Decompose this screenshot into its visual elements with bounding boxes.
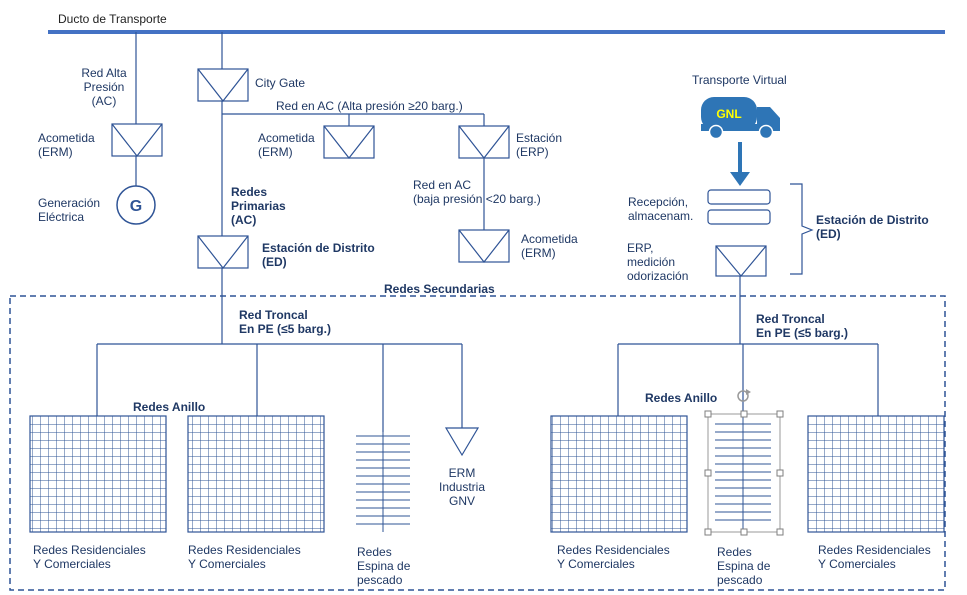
ring-grid-2 bbox=[187, 415, 325, 533]
label-generacion-electrica: Generación Eléctrica bbox=[38, 196, 101, 224]
diagram-title: Ducto de Transporte bbox=[58, 12, 167, 26]
reception-tank-2 bbox=[707, 209, 771, 225]
ring-grid-1 bbox=[29, 415, 167, 533]
label-residenciales-2: Redes Residenciales Y Comerciales bbox=[188, 543, 301, 571]
label-residenciales-1: Redes Residenciales Y Comerciales bbox=[33, 543, 146, 571]
label-red-alta-presion: Red Alta Presión (AC) bbox=[81, 66, 127, 108]
valve-estacion-erp bbox=[458, 125, 510, 159]
valve-acometida-erm-left bbox=[111, 123, 163, 157]
label-redes-anillo-left: Redes Anillo bbox=[133, 400, 206, 414]
label-erm-industria: ERM Industria GNV bbox=[438, 466, 486, 508]
label-redes-anillo-right: Redes Anillo bbox=[645, 391, 718, 405]
label-residenciales-3: Redes Residenciales Y Comerciales bbox=[557, 543, 670, 571]
fishbone-left bbox=[356, 432, 410, 532]
valve-acometida-erm-low bbox=[458, 229, 510, 263]
gnl-label: GNL bbox=[716, 107, 741, 121]
reception-tank-1 bbox=[707, 189, 771, 205]
label-acometida-erm-left: Acometida (ERM) bbox=[38, 131, 95, 159]
ring-grid-4 bbox=[807, 415, 945, 533]
selection-handles[interactable] bbox=[704, 410, 784, 536]
label-red-ac-alta: Red en AC (Alta presión ≥20 barg.) bbox=[276, 99, 463, 113]
valve-erp-right bbox=[715, 245, 767, 277]
ring-grid-3 bbox=[550, 415, 688, 533]
label-red-troncal-right: Red Troncal En PE (≤5 barg.) bbox=[756, 312, 848, 340]
label-residenciales-4: Redes Residenciales Y Comerciales bbox=[818, 543, 931, 571]
label-estacion-distrito-right: Estación de Distrito (ED) bbox=[816, 213, 929, 241]
label-redes-primarias: Redes Primarias (AC) bbox=[231, 185, 286, 227]
label-city-gate: City Gate bbox=[255, 76, 306, 90]
label-espina-left: Redes Espina de pescado bbox=[357, 545, 411, 587]
label-transporte-virtual: Transporte Virtual bbox=[692, 73, 787, 87]
valve-acometida-erm-mid bbox=[323, 125, 375, 159]
erm-industria-icon bbox=[444, 427, 480, 457]
valve-estacion-distrito-left bbox=[197, 235, 249, 269]
generator-symbol: G bbox=[130, 198, 142, 215]
generator-icon bbox=[116, 185, 156, 225]
label-estacion-distrito-left: Estación de Distrito (ED) bbox=[262, 241, 375, 269]
gnl-truck-icon bbox=[701, 97, 780, 140]
label-erp-medicion: ERP, medición odorización bbox=[627, 241, 689, 283]
station-bracket bbox=[790, 183, 814, 275]
valve-city-gate bbox=[197, 68, 249, 102]
label-red-troncal-left: Red Troncal En PE (≤5 barg.) bbox=[239, 308, 331, 336]
secondary-networks-frame bbox=[9, 295, 946, 591]
label-recepcion: Recepción, almacenam. bbox=[628, 195, 694, 223]
rotate-handle-icon[interactable] bbox=[737, 389, 751, 402]
label-espina-right: Redes Espina de pescado bbox=[717, 545, 771, 587]
down-arrow-icon bbox=[730, 142, 750, 186]
label-redes-secundarias: Redes Secundarias bbox=[384, 282, 495, 296]
label-red-ac-baja: Red en AC (baja presión <20 barg.) bbox=[413, 178, 541, 206]
label-estacion-erp: Estación (ERP) bbox=[516, 131, 563, 159]
label-acometida-erm-low: Acometida (ERM) bbox=[521, 232, 578, 260]
fishbone-right bbox=[715, 416, 771, 530]
label-acometida-erm-mid: Acometida (ERM) bbox=[258, 131, 315, 159]
